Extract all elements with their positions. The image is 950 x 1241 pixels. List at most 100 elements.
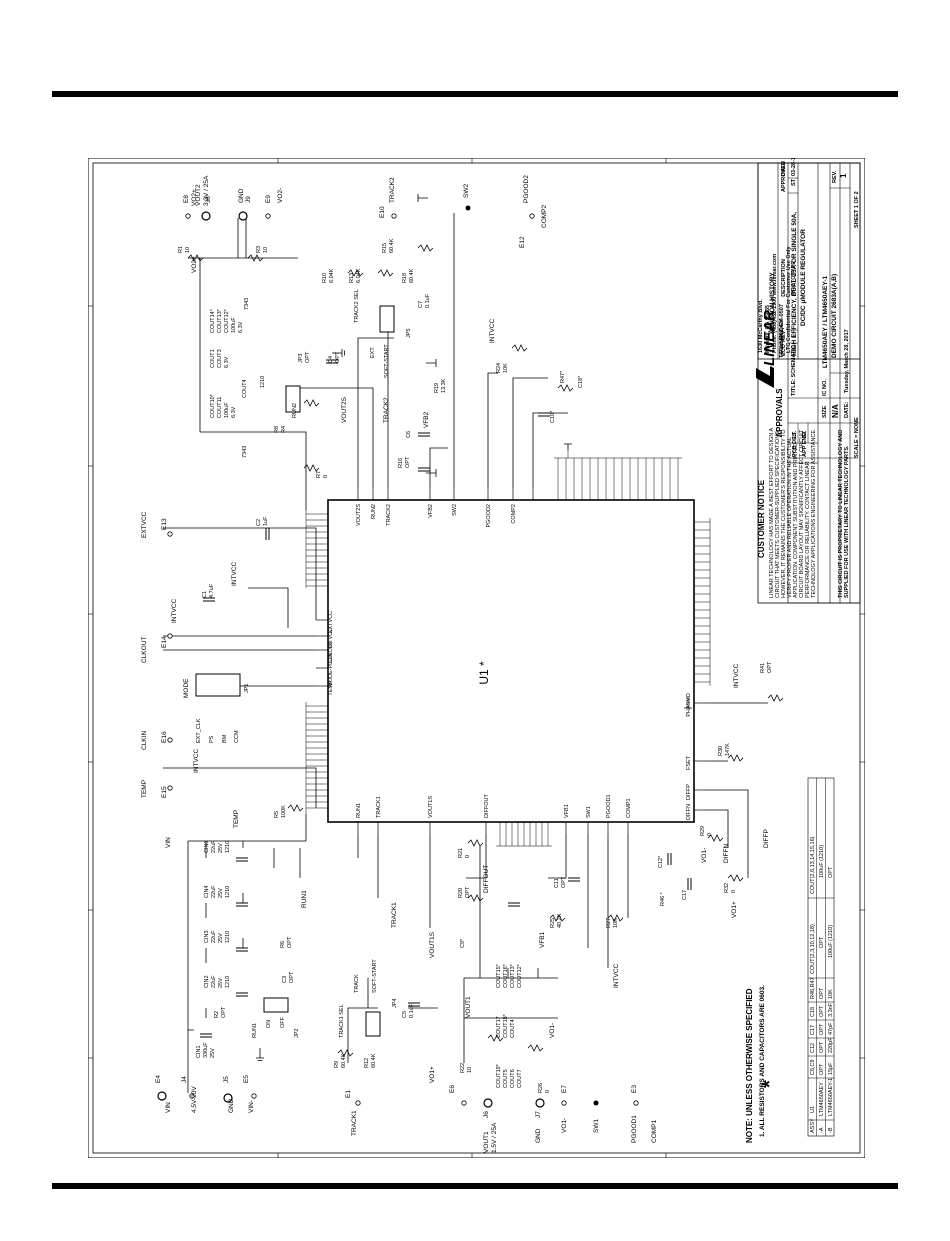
svg-text:E15: E15 xyxy=(161,786,168,798)
svg-text:VFB2: VFB2 xyxy=(428,504,434,518)
svg-text:4.5V-20V: 4.5V-20V xyxy=(191,1086,198,1113)
svg-text:JP5: JP5 xyxy=(406,329,412,338)
svg-text:EXT_CLK: EXT_CLK xyxy=(196,718,202,743)
svg-text:6.3V: 6.3V xyxy=(231,406,237,418)
svg-text:7343: 7343 xyxy=(244,298,250,310)
top-rule xyxy=(52,91,898,97)
svg-text:100uF (1210): 100uF (1210) xyxy=(819,845,825,878)
svg-text:R47*: R47* xyxy=(560,370,566,383)
svg-text:EXT.: EXT. xyxy=(370,346,376,358)
svg-text:E14: E14 xyxy=(161,636,168,648)
svg-text:0: 0 xyxy=(323,475,329,478)
svg-text:VO1+: VO1+ xyxy=(429,1066,436,1083)
svg-text:100K: 100K xyxy=(281,805,287,818)
label-vfb2: VFB2 xyxy=(423,411,430,428)
label-e13: E13 xyxy=(161,518,168,530)
svg-text:25V: 25V xyxy=(218,888,224,898)
label-sw2: SW2 xyxy=(463,184,470,198)
svg-text:DIFFN: DIFFN xyxy=(686,804,692,820)
svg-text:R7: R7 xyxy=(316,471,322,478)
svg-text:E4: E4 xyxy=(155,1075,162,1083)
label-run2: 1210 xyxy=(260,376,266,388)
svg-text:EXTVCC: EXTVCC xyxy=(328,611,334,633)
svg-text:JP3: JP3 xyxy=(298,354,304,363)
wires xyxy=(163,213,768,1093)
svg-text:1.5V / 25A: 1.5V / 25A xyxy=(491,1122,498,1153)
jumpers xyxy=(195,305,395,1037)
svg-text:0: 0 xyxy=(707,833,713,836)
svg-text:R1: R1 xyxy=(178,246,184,253)
label-run1-net: RUN1 xyxy=(301,890,308,908)
svg-text:25V: 25V xyxy=(210,1048,216,1058)
svg-text:HOWEVER, IT REMAINS THE CUSTOM: HOWEVER, IT REMAINS THE CUSTOMER'S RESPO… xyxy=(781,429,787,598)
svg-text:VO1+: VO1+ xyxy=(731,901,738,918)
asterisk-note: * xyxy=(759,1080,781,1088)
svg-text:40.2K: 40.2K xyxy=(557,913,563,928)
label-diffp: DIFFP xyxy=(763,829,770,848)
svg-text:R18: R18 xyxy=(402,273,408,283)
svg-text:PGOOD2: PGOOD2 xyxy=(523,175,530,203)
svg-text:E16: E16 xyxy=(161,731,168,743)
resistors xyxy=(187,244,784,1057)
svg-text:TRACK1: TRACK1 xyxy=(391,902,398,928)
svg-text:1210: 1210 xyxy=(225,886,231,898)
label-e9: E9 xyxy=(265,195,272,203)
label-intvcc-top: INTVCC xyxy=(489,319,496,344)
svg-text:BM: BM xyxy=(222,734,228,743)
svg-text:47pF: 47pF xyxy=(828,1022,834,1035)
solid-test-points xyxy=(465,205,599,1106)
svg-text:APP ENG.: APP ENG. xyxy=(802,430,808,457)
svg-text:0: 0 xyxy=(545,1090,551,1093)
svg-text:25V: 25V xyxy=(218,933,224,943)
svg-text:60.4K: 60.4K xyxy=(371,1053,377,1068)
svg-text:CLKOUT: CLKOUT xyxy=(328,640,334,663)
label-r47: R47* xyxy=(560,370,566,383)
svg-text:C6,C9: C6,C9 xyxy=(810,1059,816,1075)
label-jp4: JP4 xyxy=(392,999,398,1008)
svg-text:VOUT2S: VOUT2S xyxy=(341,396,348,423)
svg-text:OPT: OPT xyxy=(819,987,825,999)
svg-text:22uF: 22uF xyxy=(211,840,217,853)
label-intvcc-right: INTVCC xyxy=(733,664,740,689)
svg-text:ECO: ECO xyxy=(781,343,787,356)
svg-text:JP2: JP2 xyxy=(294,1029,300,1038)
label-vout2-spec: 3.3V / 25A xyxy=(203,175,210,206)
label-vo1-plus-net: VO1+ xyxy=(429,1066,436,1083)
label-j5: J5 xyxy=(223,1076,230,1083)
svg-text:1630 McCarthy Blvd.: 1630 McCarthy Blvd. xyxy=(758,299,764,353)
svg-text:PGOOD1: PGOOD1 xyxy=(631,1115,638,1143)
svg-text:C18*: C18* xyxy=(578,375,584,388)
svg-text:REVISION HISTORY: REVISION HISTORY xyxy=(769,272,776,334)
svg-text:C10*: C10* xyxy=(550,410,556,423)
svg-text:1210: 1210 xyxy=(225,976,231,988)
svg-text:J4: J4 xyxy=(181,1076,188,1083)
svg-text:COMP1: COMP1 xyxy=(626,798,632,818)
pin-diffn: DIFFN xyxy=(686,804,692,820)
label-pgood1: PGOOD1 xyxy=(631,1115,638,1143)
label-e3: E3 xyxy=(631,1085,638,1093)
u1-ic-body xyxy=(327,499,695,823)
svg-text:VOUT1: VOUT1 xyxy=(465,996,472,1018)
svg-text:J6: J6 xyxy=(483,1111,490,1118)
label-vin-plus: VIN xyxy=(165,1102,172,1113)
svg-text:R29: R29 xyxy=(700,826,706,836)
svg-text:0.1uF: 0.1uF xyxy=(425,293,431,308)
pin-fset: FSET xyxy=(686,755,692,770)
svg-text:INTVCC: INTVCC xyxy=(489,319,496,344)
svg-text:-A: -A xyxy=(819,1127,825,1133)
capacitors xyxy=(200,359,692,1038)
svg-text:CLKIN: CLKIN xyxy=(141,731,148,750)
